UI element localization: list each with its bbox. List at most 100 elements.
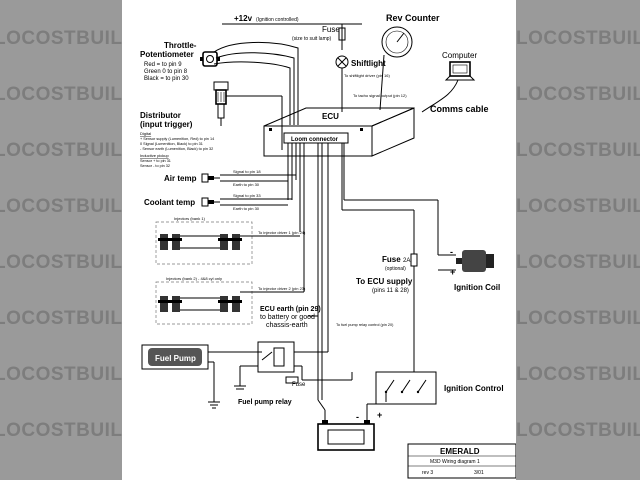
fuse-small-label: Fuse (292, 382, 306, 388)
watermark-text: LOCOSTBUILDERS.CO.UK (516, 420, 640, 441)
throttle-wire-3: Black = to pin 30 (144, 76, 189, 82)
throttle-title-1: Throttle- (164, 41, 197, 50)
wiring-diagram: +12v (Ignition controlled) Fuse (size to… (140, 13, 516, 479)
fuel-pump-relay-label: Fuel pump relay (238, 399, 292, 406)
fuse-top-sub-label: (size to suit lamp) (292, 36, 332, 42)
inductive-line-2: Sensor - to pin 32 (140, 164, 170, 168)
watermark-text: LOCOSTBUILDERS.CO.UK (516, 140, 640, 161)
battery-minus-label: - (356, 412, 359, 422)
throttle-wire-black (213, 61, 291, 125)
air-temp-signal-note: Signal to pin 18 (233, 169, 261, 174)
fuse-small-symbol (285, 376, 299, 384)
inductive-line-1: Sensor + to pin 31 (140, 159, 171, 163)
ignition-coil-icon (456, 250, 494, 272)
fuel-pump-relay-coil (273, 347, 285, 367)
wiring-diagram-sheet: +12v (Ignition controlled) Fuse (size to… (122, 0, 516, 480)
title-block-rev: rev 3 (422, 470, 433, 476)
fuse-top-label: Fuse (322, 25, 340, 34)
ecu-supply-label-1: To ECU supply (356, 277, 413, 286)
computer-label: Computer (442, 51, 477, 60)
injector-bank-2-icons (158, 296, 242, 312)
ignition-control-label: Ignition Control (444, 384, 504, 393)
power-sub-label: (Ignition controlled) (256, 17, 299, 23)
injector-bank-2-note: To injector driver 2 (pin 23) (258, 286, 306, 291)
ignition-coil-label: Ignition Coil (454, 283, 500, 292)
ecu-supply-label-2: (pins 11 & 28) (372, 288, 409, 294)
watermark-text: LOCOSTBUILDERS.CO.UK (516, 84, 640, 105)
watermark-text: LOCOSTBUILDERS.CO.UK (516, 252, 640, 273)
injector-bank-1-label: Injectors (bank 1) (174, 216, 206, 221)
fuse-2a-label: Fuse (382, 255, 401, 264)
ecu-earth-label-2: to battery or good (260, 314, 315, 321)
hall-line-3: - Sensor earth (Lumenition, Black) to pi… (140, 147, 213, 151)
air-temp-earth-note: Earth to pin 30 (233, 182, 260, 187)
watermark-text: LOCOSTBUILDERS.CO.UK (516, 308, 640, 329)
loom-wire-bundle (287, 143, 439, 400)
rev-counter-needle (396, 32, 405, 43)
throttle-title-2: Potentiometer (140, 50, 194, 59)
title-block-desc: M3D Wiring diagram 1 (430, 459, 480, 465)
ecu-screw (269, 128, 272, 131)
fuel-pump-icon (148, 348, 202, 366)
battery-earth-link (317, 399, 326, 411)
fuse-2a-symbol (410, 253, 418, 267)
inductive-title: Inductive pickup (140, 153, 169, 158)
shiftlight-label: Shiftlight (351, 59, 386, 68)
rev-counter-label: Rev Counter (386, 13, 440, 23)
computer-keyboard (444, 75, 476, 81)
comms-cable-wire (421, 79, 459, 113)
hall-line-2: 0 Signal (Lumenition, Black) to pin 31 (140, 142, 203, 146)
tacho-note: To tacho signal output (pin 12) (353, 93, 407, 98)
power-label: +12v (234, 14, 253, 23)
title-block (407, 443, 516, 479)
fuel-pump-label: Fuel Pump (155, 354, 196, 363)
loom-connector (283, 132, 349, 144)
fuel-pump-relay-switch (261, 351, 273, 361)
air-temp-sensor-icon (201, 173, 220, 183)
earth-symbol-icon (208, 401, 220, 409)
fuel-relay-note-1: To fuel pump relay control (pin 20) (336, 323, 394, 327)
shiftlight-note: To shiftlight driver (pin 16) (344, 73, 390, 78)
battery-icon (317, 420, 375, 451)
battery-plus-label: + (377, 410, 382, 420)
injector-bank-1-box (155, 221, 253, 265)
coolant-temp-label: Coolant temp (144, 198, 195, 207)
injector-bank-2-label: Injectors (bank 2) - 4&8 cyl only (166, 276, 222, 281)
watermark-text: LOCOSTBUILDERS.CO.UK (516, 364, 640, 385)
throttle-potentiometer-icon (200, 51, 220, 67)
title-block-date: 3/01 (474, 470, 484, 476)
hall-title: Digital (140, 131, 151, 136)
fuse-2a-sub: (optional) (385, 266, 406, 272)
rev-counter-gauge-ring (385, 30, 409, 54)
title-block-name: EMERALD (440, 447, 480, 456)
fuse-2a-value: 2A (403, 258, 410, 264)
ecu-label: ECU (322, 112, 339, 121)
watermark-text: LOCOSTBUILDERS.CO.UK (516, 28, 640, 49)
ecu-screw (360, 128, 363, 131)
ignition-control-switches (384, 379, 427, 394)
injector-bank-1-icons (158, 234, 242, 250)
injector-bank-2-box (155, 281, 253, 325)
distributor-title-2: (input trigger) (140, 120, 193, 129)
rev-counter-gauge-icon (381, 26, 413, 58)
distributor-icon (213, 81, 229, 126)
coolant-signal-note: Signal to pin 33 (233, 193, 261, 198)
loom-connector-label: Loom connector (291, 137, 339, 143)
hall-line-1: + Sensor supply (Lumenition, Red) to pin… (140, 137, 214, 141)
throttle-wire-2: Green 0 to pin 8 (144, 69, 188, 75)
coolant-earth-note: Earth to pin 30 (233, 206, 260, 211)
ecu-box (263, 107, 415, 157)
coolant-temp-sensor-icon (201, 197, 220, 207)
watermark-text: LOCOSTBUILDERS.CO.UK (516, 196, 640, 217)
fuel-pump-relay-box (257, 341, 295, 373)
computer-screen (452, 64, 468, 74)
fuel-pump-frame (141, 344, 209, 370)
ignition-coil-minus: - (450, 247, 453, 257)
throttle-wire-green (215, 52, 295, 125)
ignition-control-box (375, 371, 437, 405)
throttle-wire-red (213, 41, 299, 125)
distributor-title-1: Distributor (140, 111, 181, 120)
throttle-wire-1: Red = to pin 9 (144, 62, 182, 68)
rev-counter-wire (379, 54, 385, 111)
fuse-top-symbol (338, 27, 346, 41)
